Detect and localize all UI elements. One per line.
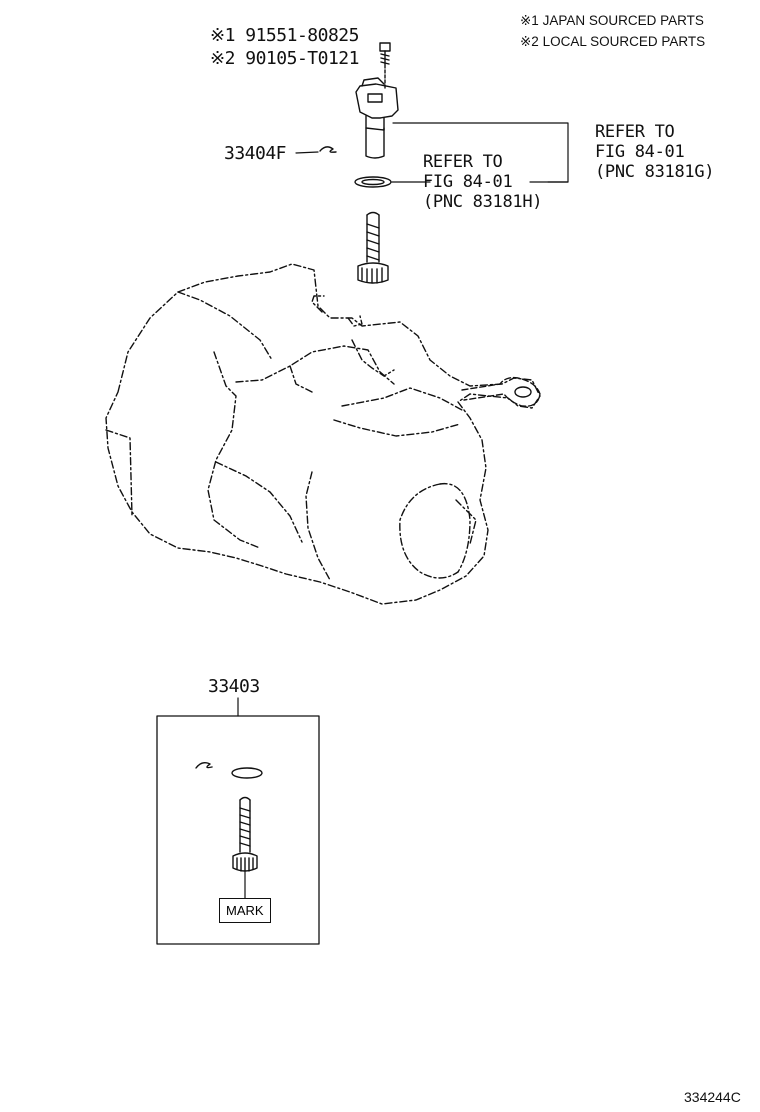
driven-gear-drawing — [357, 211, 389, 284]
note-japan-sourced: ※1 JAPAN SOURCED PARTS — [520, 13, 704, 28]
refer-upper-line3: (PNC 83181G) — [595, 162, 715, 182]
refer-lower-line2: FIG 84-01 — [423, 172, 513, 192]
speed-sensor-drawing — [355, 69, 399, 159]
refer-upper-line1: REFER TO — [595, 122, 675, 142]
clip-drawing — [319, 146, 337, 153]
figure-id: 334244C — [684, 1089, 741, 1105]
bolt-drawing — [379, 42, 391, 69]
kit-clip-drawing — [195, 761, 213, 769]
o-ring-drawing — [354, 176, 392, 188]
kit-o-ring-drawing — [231, 767, 263, 779]
bolt-part-number-local: ※2 90105-T0121 — [210, 48, 359, 69]
mark-label: MARK — [219, 898, 271, 923]
refer-lower-line1: REFER TO — [423, 152, 503, 172]
note-local-sourced: ※2 LOCAL SOURCED PARTS — [520, 34, 706, 49]
clip-part-number: 33404F — [224, 143, 287, 164]
kit-box — [156, 715, 320, 945]
leader-lines — [237, 122, 569, 899]
kit-driven-gear-drawing — [232, 796, 258, 872]
refer-upper-line2: FIG 84-01 — [595, 142, 685, 162]
shift-lever-bracket-drawing — [461, 376, 541, 407]
kit-part-number: 33403 — [208, 676, 260, 697]
bolt-part-number-japan: ※1 91551-80825 — [210, 25, 359, 46]
refer-lower-line3: (PNC 83181H) — [423, 192, 543, 212]
transaxle-housing-drawing — [105, 263, 541, 605]
